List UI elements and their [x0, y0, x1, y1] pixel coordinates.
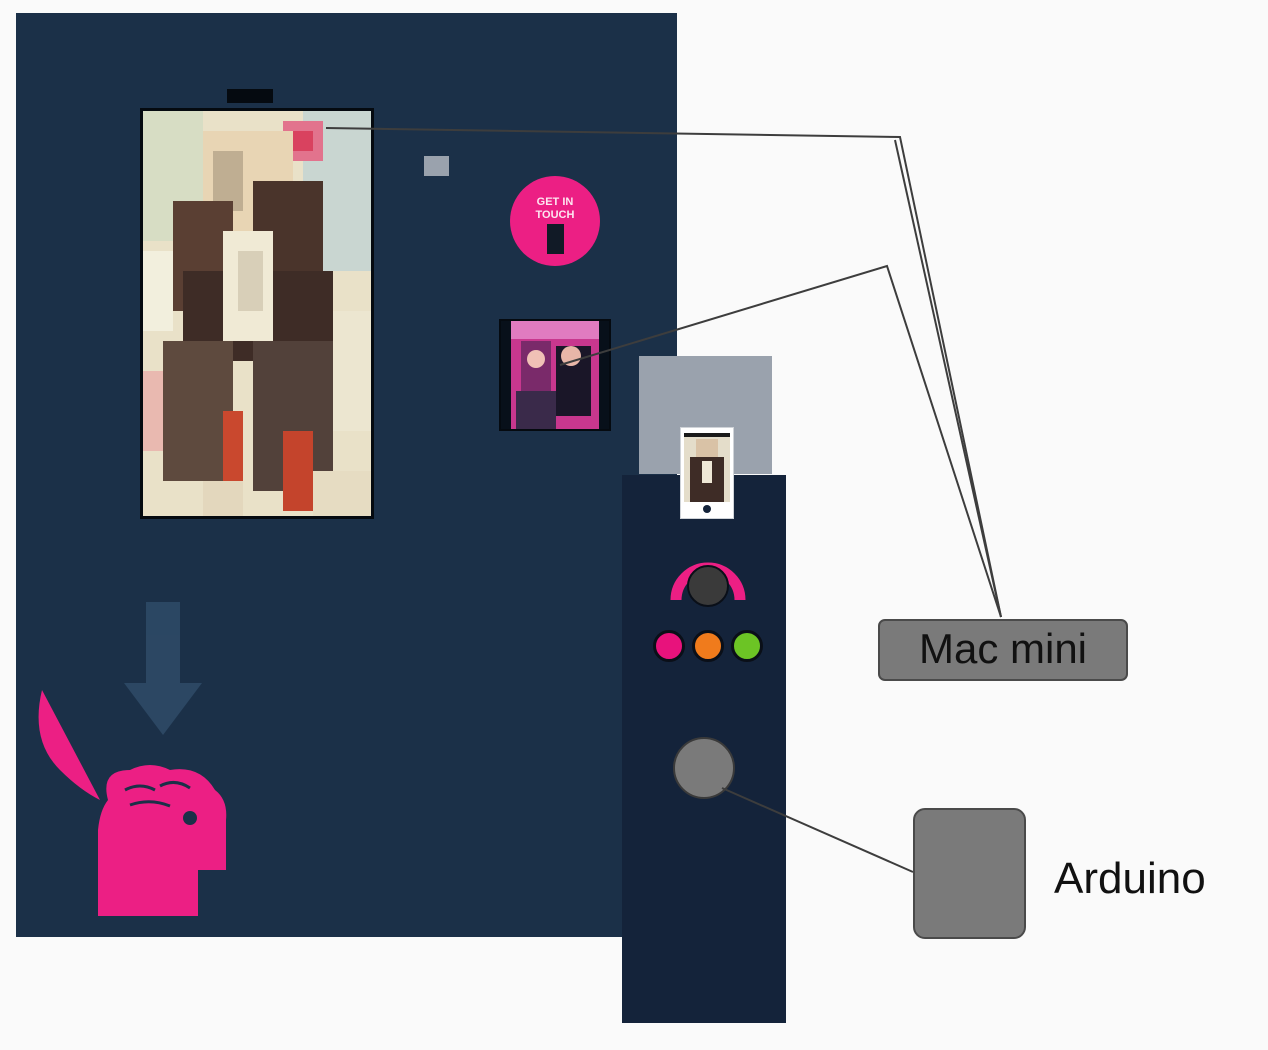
- mac-mini-node: Mac mini: [878, 619, 1128, 681]
- arduino-label: Arduino: [1054, 854, 1206, 903]
- touch-slot: [547, 224, 564, 254]
- down-arrow-icon: [124, 602, 202, 735]
- open-head-brain-icon: [38, 690, 227, 916]
- wire-large-screen-to-mac: [325, 127, 1002, 618]
- camera-slot: [227, 89, 273, 103]
- led-pink[interactable]: [653, 630, 685, 662]
- large-display-screen: [140, 108, 374, 519]
- touch-badge-text: GET IN TOUCH: [535, 196, 575, 221]
- wire-small-screen-to-mac: [559, 264, 1002, 618]
- wire-aux-to-mac: [894, 139, 1002, 618]
- wire-button-to-arduino: [721, 787, 914, 873]
- printout-logo: [703, 505, 711, 513]
- sensor-block: [424, 156, 449, 176]
- printed-photo-strip: [680, 427, 734, 519]
- mac-mini-label: Mac mini: [918, 625, 1088, 672]
- led-orange[interactable]: [692, 630, 724, 662]
- pixelated-portrait-image: [143, 111, 371, 516]
- led-green[interactable]: [731, 630, 763, 662]
- arduino-node: [913, 808, 1026, 939]
- small-display-screen: [499, 319, 611, 431]
- printout-photo: [684, 433, 730, 502]
- get-in-touch-badge: GET IN TOUCH: [510, 176, 600, 266]
- dial-knob-icon[interactable]: [670, 562, 746, 607]
